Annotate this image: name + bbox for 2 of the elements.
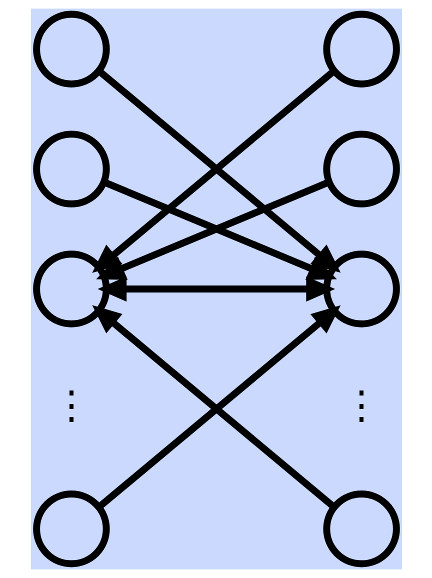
label: ⋮ xyxy=(51,384,90,428)
label: ⋮ xyxy=(342,384,381,428)
